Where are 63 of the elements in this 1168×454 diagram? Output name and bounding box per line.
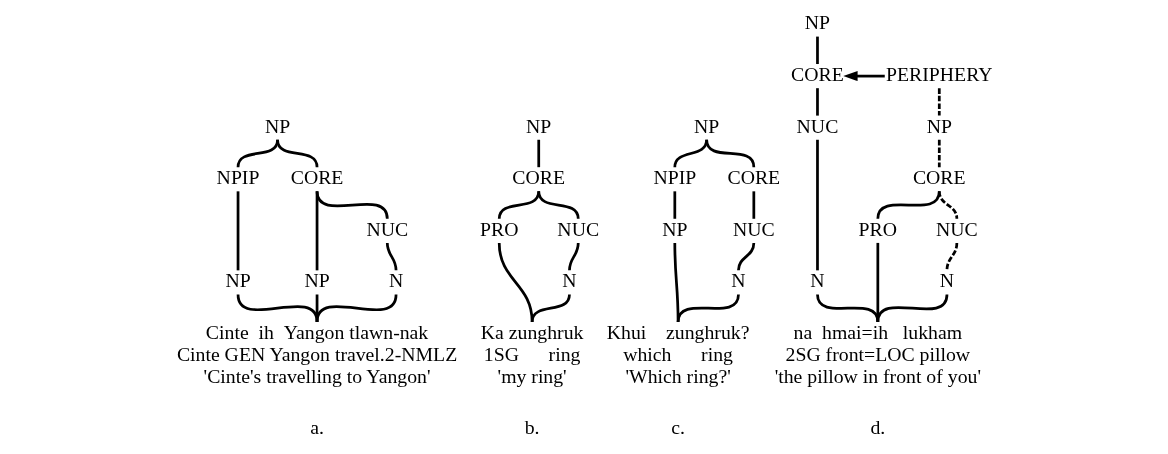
label: b.	[524, 416, 540, 439]
node-text: CORE	[791, 62, 844, 85]
node-text: NPIP	[216, 166, 260, 189]
node-text: NP	[526, 114, 552, 137]
node-text: Ka zunghruk 1SG ring 'my ring'	[480, 320, 584, 387]
arrow	[843, 71, 885, 82]
node-text: NUC	[557, 217, 600, 240]
connector	[705, 139, 756, 168]
node-text: N	[388, 269, 404, 292]
connector	[937, 139, 941, 168]
connector	[673, 139, 708, 168]
label: d.	[870, 416, 886, 439]
node-text: NP	[694, 114, 720, 137]
node-text: Cinte ih Yangon tlawn-nak Cinte GEN Yangon travel.2-NMLZ 'Cinte's travelling to Yangon'	[176, 320, 458, 387]
node-text: NP	[804, 11, 831, 34]
connector	[816, 294, 880, 323]
node-text: N	[731, 269, 746, 292]
connector	[876, 191, 941, 220]
node-text: NP	[304, 269, 330, 292]
connector	[236, 191, 240, 271]
connector	[937, 191, 959, 219]
connector	[676, 294, 740, 323]
node-text: N	[939, 269, 955, 292]
node-text: NUC	[936, 217, 978, 240]
node-text: PRO	[858, 217, 898, 240]
connector	[497, 191, 541, 219]
node-text: na hmai=ih lukham 2SG front=LOC pillow 'the pillow in front of you'	[774, 320, 981, 387]
connector	[568, 242, 580, 271]
node-text: NUC	[366, 217, 409, 240]
node-text: NP	[264, 114, 291, 137]
node-text: NP	[225, 269, 251, 292]
connector	[737, 242, 756, 271]
connector	[673, 191, 677, 219]
connector	[816, 36, 819, 65]
connector	[537, 191, 580, 219]
connector	[530, 294, 571, 323]
node-text: NUC	[732, 217, 775, 240]
connector	[945, 242, 959, 271]
connector	[537, 139, 541, 168]
node-text: PRO	[480, 217, 519, 240]
node-text: NUC	[796, 114, 839, 137]
node-text: N	[562, 269, 577, 292]
node-text: CORE	[290, 166, 344, 189]
node-text: PERIPHERY	[886, 62, 993, 85]
connector	[937, 88, 941, 116]
node-text: NP	[662, 217, 688, 240]
connector	[876, 294, 949, 323]
node-text: NPIP	[653, 166, 697, 189]
connector	[315, 191, 389, 220]
connector	[276, 139, 319, 168]
node-text: CORE	[912, 166, 966, 189]
label: a.	[310, 416, 324, 439]
node-text: N	[810, 269, 825, 292]
connector	[816, 88, 819, 116]
node-text: CORE	[512, 166, 566, 189]
node-text: CORE	[727, 166, 781, 189]
connector	[752, 191, 756, 219]
connector	[816, 139, 819, 271]
connector	[315, 294, 398, 323]
connector	[385, 242, 398, 271]
label: c.	[671, 416, 685, 439]
node-text: Khui zunghruk? which ring 'Which ring?'	[606, 320, 750, 387]
node-text: NP	[926, 114, 952, 137]
